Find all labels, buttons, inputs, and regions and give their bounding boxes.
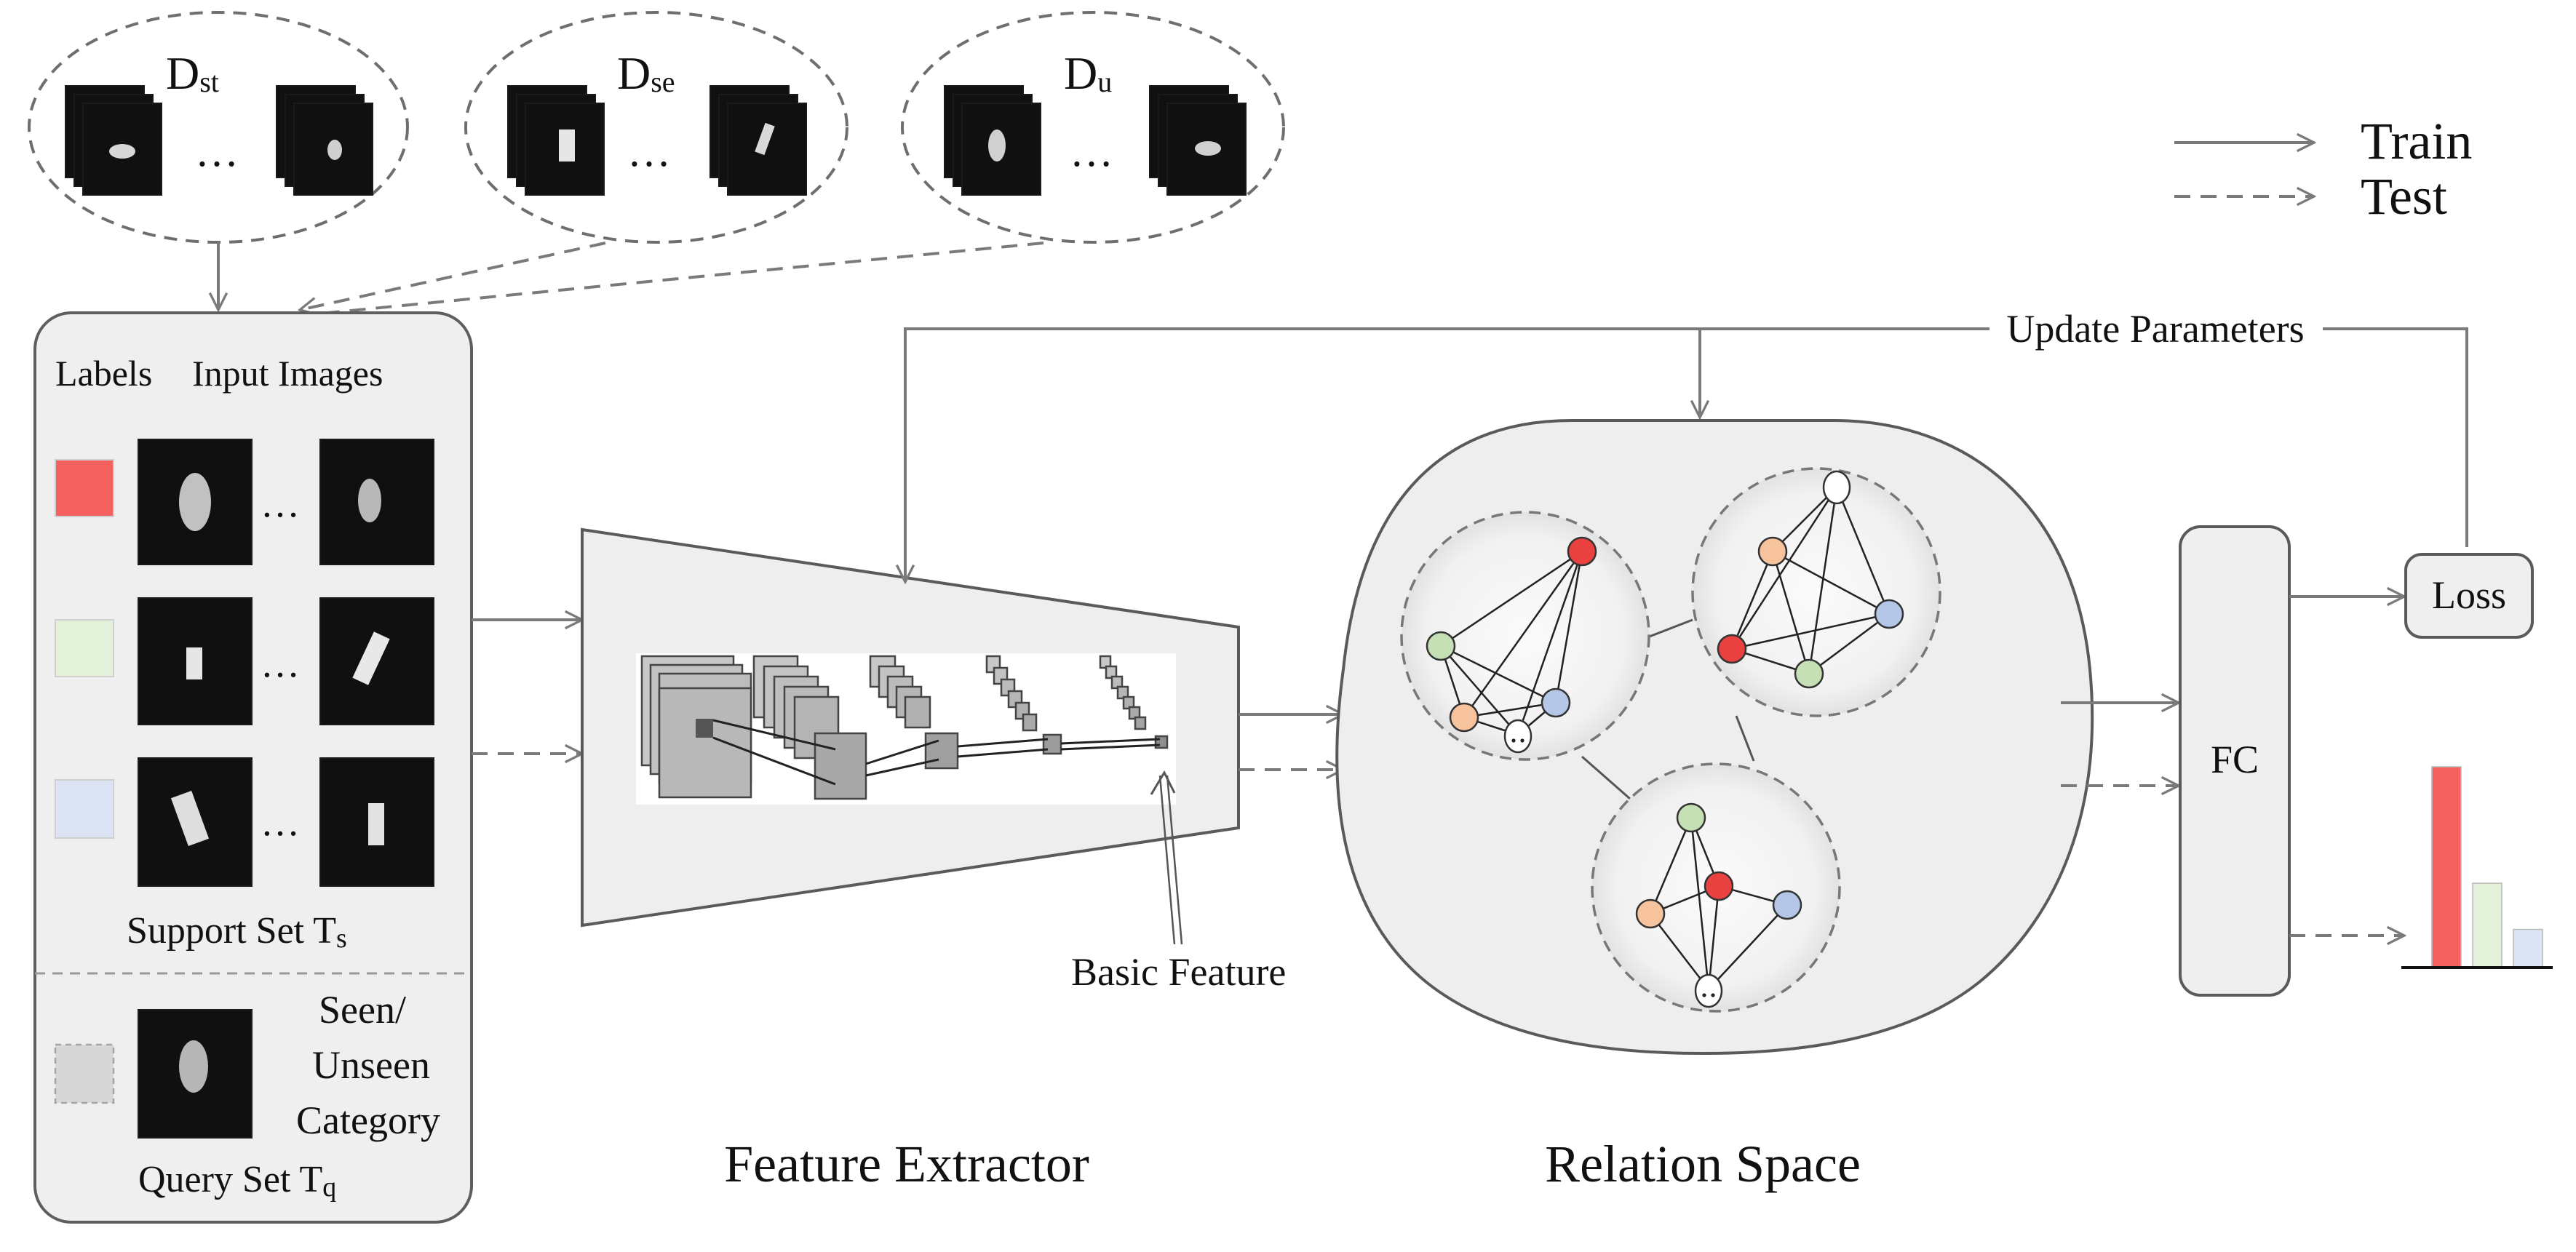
domain-se-ellipse: Dse … [464, 11, 848, 244]
output-bar-2 [2472, 882, 2503, 968]
domain-st-ellipse: Dst … [28, 11, 409, 244]
node-blue [1874, 599, 1904, 629]
node-blue [1541, 687, 1571, 718]
label-swatch-green [55, 619, 114, 677]
sample-stack [709, 85, 807, 196]
conv-layer-5 [1099, 655, 1169, 749]
domain-st-label: Dst [166, 47, 219, 99]
node-orange [1635, 898, 1666, 929]
node-red [1717, 634, 1747, 664]
conv-connectors [712, 719, 1161, 786]
node-green [1426, 631, 1456, 661]
node-orange [1449, 702, 1479, 733]
node-red [1704, 871, 1734, 901]
ellipsis-text: … [261, 482, 300, 525]
input-images-header: Input Images [192, 353, 383, 394]
legend-train-label: Train [2361, 112, 2472, 170]
domain-u-label: Du [1064, 47, 1112, 99]
node-blue [1772, 890, 1802, 920]
arrow-u-to-panel [312, 242, 1044, 316]
domain-u-ellipse: Du … [901, 11, 1285, 244]
category-line-2: Unseen [312, 1043, 430, 1087]
legend: Train Test [2174, 112, 2472, 226]
sample-stack [507, 85, 605, 196]
category-line-1: Seen/ [319, 988, 406, 1032]
support-query-panel: Labels Input Images … … … Support Set Ts… [33, 311, 473, 1224]
node-query [1822, 470, 1851, 505]
sample-stack [1149, 85, 1247, 196]
category-line-3: Category [296, 1099, 440, 1142]
relation-space-title: Relation Space [1545, 1135, 1861, 1193]
conv-layer-1 [640, 655, 752, 799]
conv-layer-3 [869, 655, 959, 770]
conv-layer-4 [985, 655, 1062, 755]
node-orange [1757, 536, 1788, 567]
ellipsis-text: … [261, 800, 300, 844]
fc-label: FC [2211, 738, 2259, 781]
feature-extractor-title: Feature Extractor [724, 1135, 1089, 1193]
fc-layer: FC [2179, 525, 2291, 997]
relation-subgraph-1 [1400, 511, 1650, 761]
sample-stack [65, 85, 162, 196]
legend-test-label: Test [2361, 167, 2447, 226]
node-query [1503, 719, 1533, 754]
loss-box: Loss [2404, 553, 2534, 639]
domain-se-label: Dse [617, 47, 675, 99]
ellipsis-text: … [1070, 127, 1113, 175]
query-set-label: Query Set Tq [138, 1159, 336, 1203]
sample-stack [276, 85, 373, 196]
ellipsis-text: … [627, 127, 671, 175]
relation-subgraph-2 [1691, 467, 1941, 717]
loss-label: Loss [2432, 573, 2506, 617]
arrow-se-to-panel [300, 242, 606, 310]
node-green [1676, 802, 1706, 833]
basic-feature-pointer [1166, 775, 1183, 945]
update-parameters-label: Update Parameters [2006, 307, 2304, 351]
output-bar-1 [2431, 766, 2462, 968]
ellipsis-text: … [195, 127, 239, 175]
node-red [1567, 536, 1597, 567]
node-query [1694, 973, 1723, 1008]
update-parameters-loop: Update Parameters [905, 307, 2468, 582]
output-bar-chart [2401, 766, 2553, 969]
output-bar-3 [2513, 928, 2543, 968]
sample-stack [944, 85, 1041, 196]
ellipsis-text: … [261, 642, 300, 685]
labels-header: Labels [55, 353, 152, 394]
support-set-label: Support Set Ts [127, 910, 347, 954]
feature-extractor [581, 527, 1240, 928]
basic-feature-label: Basic Feature [1071, 950, 1286, 994]
relation-space [1335, 419, 2094, 1056]
label-swatch-query [54, 1043, 115, 1104]
label-swatch-red [55, 459, 114, 517]
label-swatch-blue [55, 779, 114, 839]
query-image [138, 1009, 253, 1139]
node-green [1794, 658, 1824, 689]
relation-subgraph-3 [1591, 762, 1841, 1013]
